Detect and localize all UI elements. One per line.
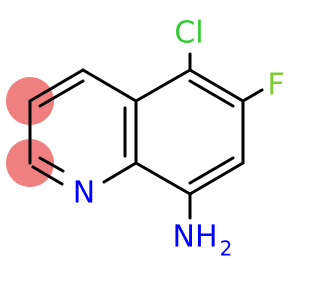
bond-c3-c4-inner: [38, 79, 85, 108]
bond-c7-c8-inner: [188, 156, 235, 185]
bond-c8-c8a: [134, 161, 192, 196]
bond-c4-c4a: [81, 68, 138, 103]
bond-c6-f: [241, 88, 264, 103]
bond-c8a-n1: [102, 161, 138, 184]
bond-c5-c6-inner: [188, 79, 235, 108]
structure-diagram: Cl F N NH 2: [6, 16, 285, 261]
atom-label-ring-nitrogen: N: [73, 176, 95, 211]
bond-n1-c2-inner: [38, 156, 65, 173]
bond-c5-c6: [188, 68, 245, 103]
atom-label-amine: NH: [173, 220, 218, 255]
molecule-canvas: Cl F N NH 2: [6, 16, 285, 261]
atom-label-fluorine: F: [267, 68, 284, 103]
bond-c3-c4: [28, 68, 85, 103]
bond-c4a-c5: [134, 68, 192, 103]
bond-c7-c8: [188, 161, 245, 196]
atom-label-amine-subscript: 2: [220, 237, 233, 261]
bond-n1-c2: [31, 165, 64, 186]
atom-label-chlorine: Cl: [174, 16, 203, 51]
